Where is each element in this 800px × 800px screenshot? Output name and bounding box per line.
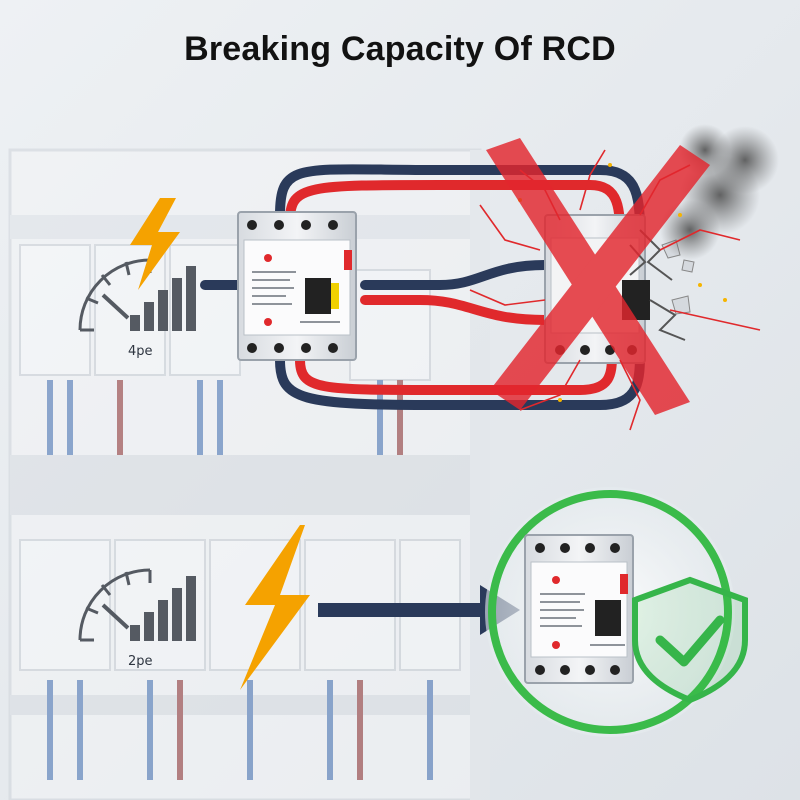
cross-icon [486,138,710,415]
meter-label-bottom: 2pe [128,654,153,669]
lightning-bolt-icon [240,525,310,690]
rcd-breaker-top [237,211,357,361]
shield-check-icon [632,576,748,704]
meter-label-top: 4pe [128,344,153,359]
page-title: Breaking Capacity Of RCD [184,30,616,68]
signal-bars-icon [130,576,196,641]
rcd-breaker-bottom [524,534,634,684]
signal-bars-icon [130,266,196,331]
speedometer-icon [78,568,152,642]
lightning-bolt-icon [130,198,180,290]
